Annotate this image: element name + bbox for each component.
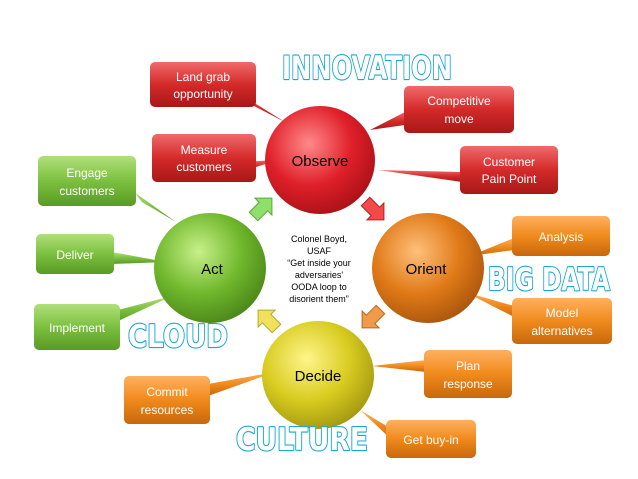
decide-label: Decide bbox=[295, 368, 342, 385]
center-note-line-3: “Get inside your bbox=[287, 258, 351, 268]
callout-plan-response-line-1: Plan bbox=[456, 359, 480, 373]
orient-circle bbox=[372, 213, 484, 323]
center-note-line-4: adversaries' bbox=[295, 270, 344, 280]
callout-land-grab: Land grab opportunity bbox=[150, 62, 256, 107]
callout-commit-resources-line-1: Commit bbox=[146, 385, 188, 399]
tail-commit-resources bbox=[208, 372, 275, 396]
ooda-circles: Observe Orient Decide Act bbox=[154, 106, 484, 429]
callout-competitive-move: Competitive move bbox=[404, 86, 514, 133]
tail-customer-pain-point bbox=[378, 170, 462, 182]
act-label: Act bbox=[201, 261, 224, 278]
orient-decide-callouts: Analysis Model alternatives Plan respons… bbox=[124, 216, 612, 458]
act-circle bbox=[154, 213, 266, 323]
center-note-line-5: OODA loop to bbox=[291, 282, 347, 292]
innovation-label: INNOVATION bbox=[282, 49, 452, 87]
callout-customer-pain-point-line-1: Customer bbox=[483, 155, 535, 169]
theme-labels: INNOVATION BIG DATA CLOUD CULTURE bbox=[127, 48, 611, 459]
callout-implement: Implement bbox=[34, 304, 120, 350]
center-note-line-1: Colonel Boyd, bbox=[291, 234, 347, 244]
callout-measure-customers-line-2: customers bbox=[176, 160, 231, 174]
callout-plan-response: Plan response bbox=[424, 350, 512, 398]
observe-label: Observe bbox=[292, 153, 349, 170]
culture-label: CULTURE bbox=[236, 422, 368, 458]
callout-commit-resources-line-2: resources bbox=[141, 403, 194, 417]
center-note-line-2: USAF bbox=[307, 246, 332, 256]
callout-deliver: Deliver bbox=[36, 234, 114, 274]
arrow-observe-to-orient bbox=[360, 196, 385, 221]
arrow-act-to-observe bbox=[248, 197, 273, 222]
tail-engage-customers bbox=[134, 192, 176, 222]
observe-callouts: Land grab opportunity Measure customers … bbox=[150, 62, 558, 194]
callout-land-grab-line-1: Land grab bbox=[176, 70, 230, 84]
arrow-orient-to-decide bbox=[361, 304, 386, 329]
tail-deliver bbox=[112, 252, 166, 264]
callout-get-buy-in: Get buy-in bbox=[386, 420, 476, 458]
callout-measure-customers: Measure customers bbox=[152, 134, 256, 182]
callout-plan-response-line-2: response bbox=[443, 377, 493, 391]
observe-circle bbox=[265, 106, 375, 214]
tail-model-alternatives bbox=[465, 292, 516, 318]
callout-customer-pain-point-line-2: Pain Point bbox=[482, 172, 537, 186]
orient-label: Orient bbox=[406, 261, 448, 278]
callout-model-alternatives-line-1: Model bbox=[546, 306, 579, 320]
cycle-arrows bbox=[248, 196, 386, 334]
callout-competitive-move-line-2: move bbox=[444, 112, 474, 126]
callout-land-grab-line-2: opportunity bbox=[173, 87, 232, 101]
callout-customer-pain-point: Customer Pain Point bbox=[460, 146, 558, 194]
callout-model-alternatives-line-2: alternatives bbox=[531, 324, 592, 338]
arrow-decide-to-act bbox=[257, 309, 282, 334]
callout-analysis: Analysis bbox=[512, 216, 610, 256]
act-callouts: Engage customers Deliver Implement bbox=[34, 156, 136, 350]
cloud-label: CLOUD bbox=[128, 319, 228, 355]
decide-circle bbox=[262, 321, 374, 429]
callout-analysis-line-1: Analysis bbox=[539, 230, 584, 244]
callout-get-buy-in-line-1: Get buy-in bbox=[403, 433, 458, 447]
tail-get-buy-in bbox=[360, 410, 392, 440]
big-data-label: BIG DATA bbox=[488, 262, 610, 298]
tail-competitive-move bbox=[370, 112, 412, 130]
callout-competitive-move-line-1: Competitive bbox=[427, 94, 491, 108]
center-note: Colonel Boyd, USAF “Get inside your adve… bbox=[287, 234, 351, 304]
callout-deliver-line-1: Deliver bbox=[56, 248, 93, 262]
callout-model-alternatives: Model alternatives bbox=[512, 298, 612, 344]
tail-implement bbox=[116, 296, 172, 322]
callout-measure-customers-line-1: Measure bbox=[181, 143, 228, 157]
callout-engage-customers: Engage customers bbox=[38, 156, 136, 206]
callout-engage-customers-line-1: Engage bbox=[66, 166, 108, 180]
callout-commit-resources: Commit resources bbox=[124, 376, 210, 424]
callout-engage-customers-line-2: customers bbox=[59, 184, 114, 198]
callout-implement-line-1: Implement bbox=[49, 321, 106, 335]
callout-tails bbox=[112, 94, 516, 440]
tail-plan-response bbox=[372, 360, 426, 372]
center-note-line-6: disorient them” bbox=[289, 294, 349, 304]
